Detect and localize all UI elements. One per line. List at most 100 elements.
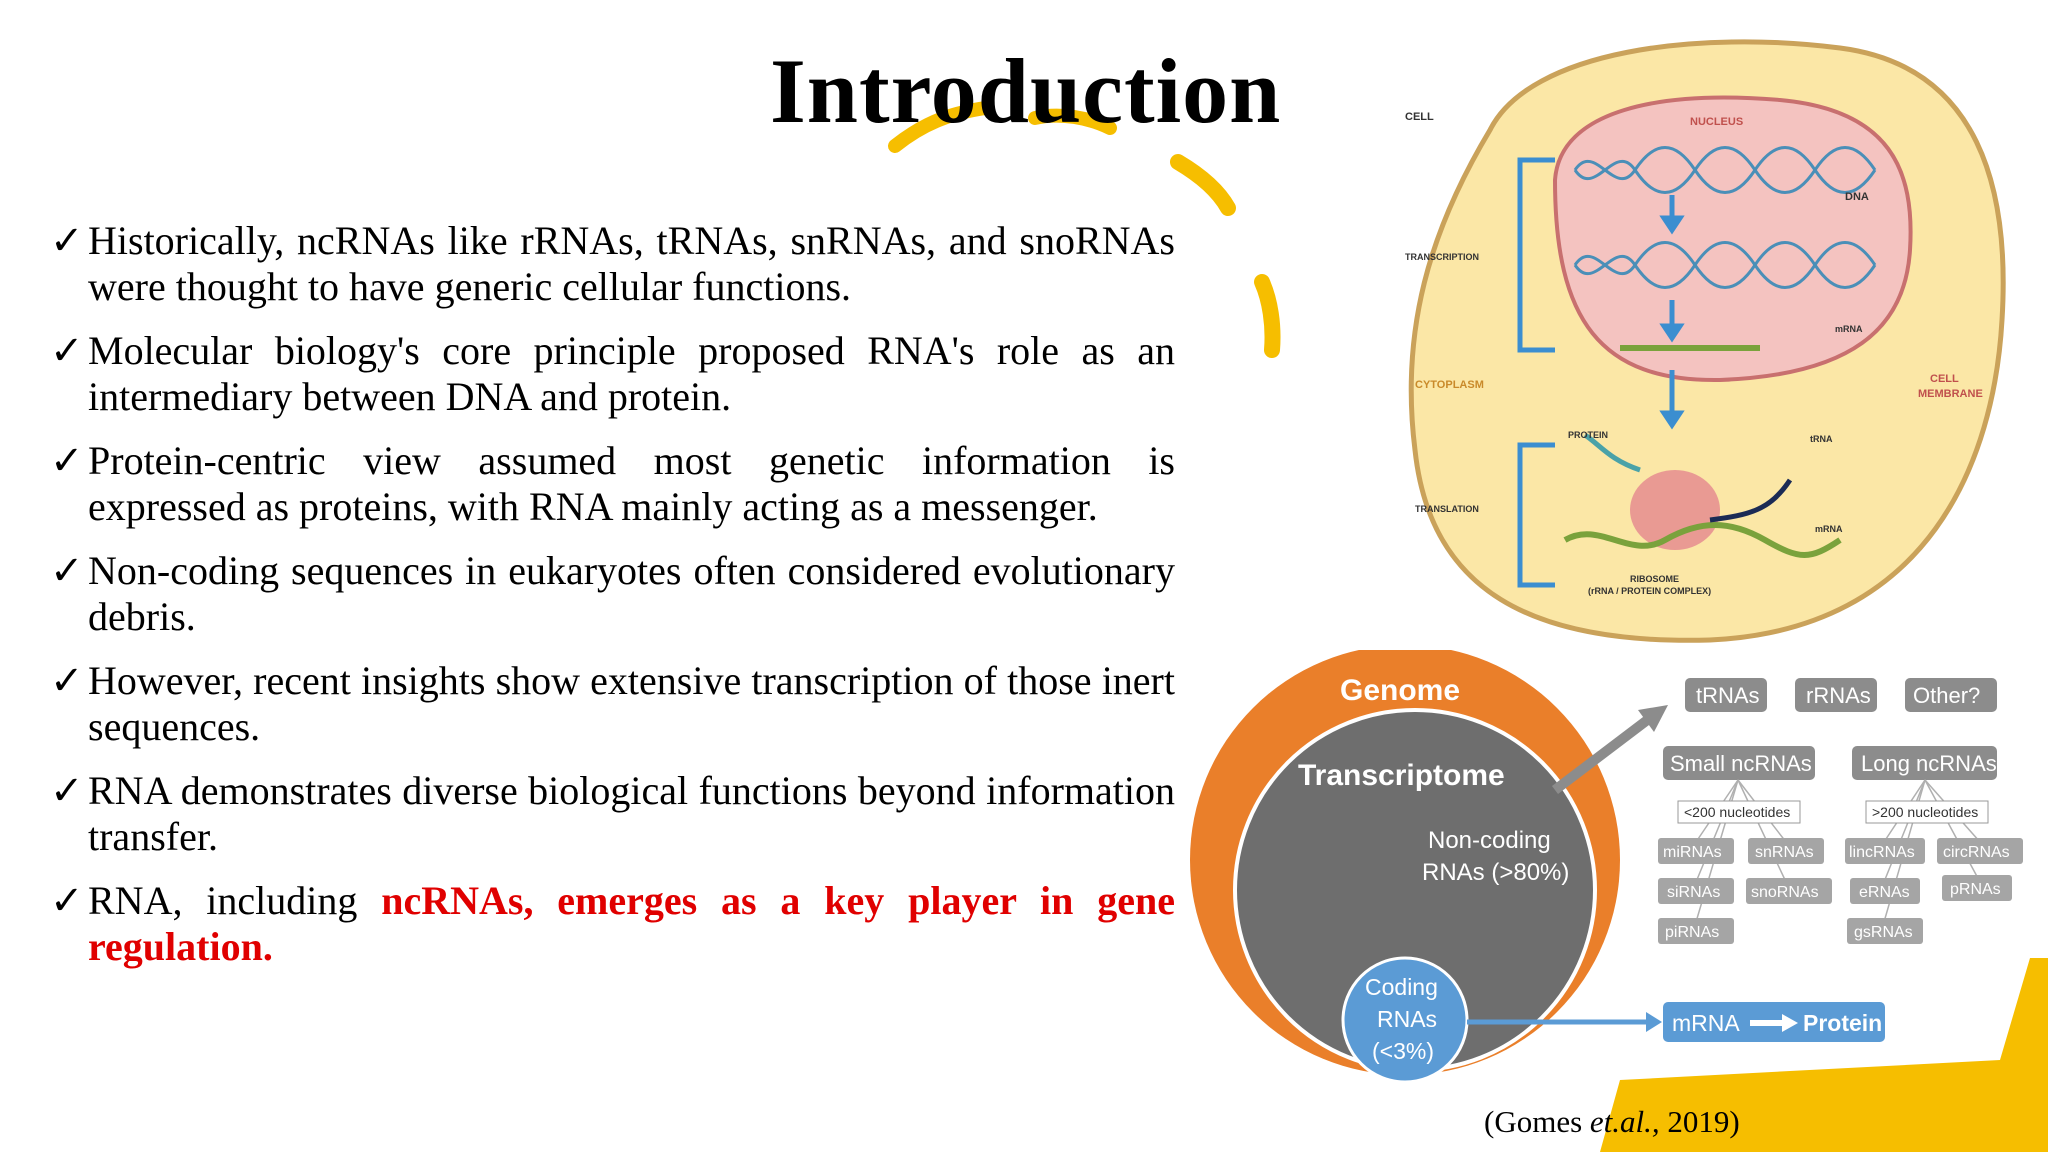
citation: (Gomes et.al., 2019): [1484, 1104, 1740, 1140]
label-small-sub: <200 nucleotides: [1684, 804, 1790, 820]
label-cell-membrane-2: MEMBRANE: [1918, 388, 1983, 400]
label-coding-2: RNAs: [1377, 1006, 1437, 1032]
bullet-text: Non-coding sequences in eukaryotes often…: [88, 548, 1175, 639]
label-mrna: mRNA: [1835, 324, 1863, 334]
label-lincrnas: lincRNAs: [1849, 844, 1915, 861]
box-rrnas: [1795, 678, 1877, 712]
label-cell: CELL: [1405, 111, 1434, 123]
box-long-sub: [1865, 800, 1989, 824]
genome-diagram: Genome Transcriptome Non-coding RNAs (>8…: [1190, 650, 2023, 1084]
label-dna: DNA: [1845, 191, 1869, 203]
label-circrnas: circRNAs: [1943, 844, 2010, 861]
bullet-text-highlight: ncRNAs, emerges as a key player in gene …: [88, 878, 1176, 969]
label-noncoding-1: Non-coding: [1428, 827, 1551, 854]
bullet-text: RNA demonstrates diverse biological func…: [88, 768, 1175, 859]
bullet-text: Protein-centric view assumed most geneti…: [88, 438, 1175, 529]
yellow-stroke: [1028, 108, 1117, 135]
checkmark-icon: ✓: [50, 768, 84, 813]
box-sirnas: [1658, 878, 1734, 904]
label-genome: Genome: [1340, 674, 1460, 707]
label-ribosome-sub: (rRNA / PROTEIN COMPLEX): [1588, 586, 1711, 596]
box-other: [1905, 678, 1997, 712]
cell-diagram: CELL NUCLEUS DNA TRANSCRIPTION mRNA CYTO…: [1405, 39, 2006, 643]
arrow-head: [1646, 1012, 1662, 1032]
yellow-corner-shape: [1600, 958, 2048, 1152]
slide-title: Introduction: [770, 40, 1282, 142]
trna-arrow: [1709, 478, 1793, 523]
box-small-sub: [1677, 800, 1801, 824]
bullet-text: Molecular biology's core principle propo…: [88, 328, 1175, 419]
box-pirnas: [1658, 918, 1734, 944]
bullet-text: RNA, including ncRNAs, emerges as a key …: [88, 878, 1175, 970]
label-small-ncrnas: Small ncRNAs: [1670, 751, 1812, 776]
label-pirnas: piRNAs: [1665, 924, 1719, 941]
checkmark-icon: ✓: [50, 658, 84, 703]
checkmark-icon: ✓: [50, 328, 84, 373]
label-noncoding-2: RNAs (>80%): [1422, 859, 1569, 886]
checkmark-icon: ✓: [50, 548, 84, 593]
label-rrnas: rRNAs: [1806, 683, 1871, 708]
label-long-ncrnas: Long ncRNAs: [1861, 751, 1997, 776]
citation-italic: et.al.,: [1589, 1104, 1660, 1139]
label-transcription: TRANSCRIPTION: [1405, 252, 1479, 262]
box-prnas: [1942, 875, 2012, 901]
box-ernas: [1850, 878, 1920, 904]
label-snrnas: snRNAs: [1755, 844, 1814, 861]
box-circrnas: [1937, 838, 2023, 864]
label-ribosome: RIBOSOME: [1630, 574, 1679, 584]
label-ernas: eRNAs: [1859, 884, 1910, 901]
citation-suffix: 2019): [1659, 1104, 1740, 1139]
label-long-sub: >200 nucleotides: [1872, 804, 1978, 820]
nucleus: [1552, 95, 1913, 383]
label-other: Other?: [1913, 683, 1980, 708]
box-snrnas: [1748, 838, 1824, 864]
label-mrna: mRNA: [1672, 1010, 1740, 1036]
label-mrna-2: mRNA: [1815, 524, 1843, 534]
flow-arrows: [1517, 157, 1685, 588]
bullet-text: However, recent insights show extensive …: [88, 658, 1175, 749]
bullet-item: ✓ Molecular biology's core principle pro…: [50, 328, 1175, 420]
checkmark-icon: ✓: [50, 878, 84, 923]
yellow-stroke: [1254, 274, 1281, 358]
arrow-head: [1638, 705, 1668, 732]
yellow-stroke: [888, 101, 992, 153]
box-gsrnas: [1847, 918, 1923, 944]
label-coding-3: (<3%): [1372, 1038, 1434, 1064]
box-mirnas: [1658, 838, 1734, 864]
box-long-ncrnas: [1852, 746, 1997, 780]
box-lincrnas: [1845, 838, 1925, 864]
label-cytoplasm: CYTOPLASM: [1415, 379, 1484, 391]
bullet-text: Historically, ncRNAs like rRNAs, tRNAs, …: [88, 218, 1175, 309]
label-snornas: snoRNAs: [1751, 884, 1819, 901]
yellow-stroke: [1170, 154, 1236, 216]
bullet-item: ✓ RNA, including ncRNAs, emerges as a ke…: [50, 878, 1175, 970]
bullet-item: ✓ Historically, ncRNAs like rRNAs, tRNAs…: [50, 218, 1175, 310]
label-gsrnas: gsRNAs: [1854, 924, 1913, 941]
citation-prefix: (Gomes: [1484, 1104, 1590, 1139]
label-sirnas: siRNAs: [1667, 884, 1720, 901]
bullet-list: ✓ Historically, ncRNAs like rRNAs, tRNAs…: [50, 218, 1175, 988]
label-trnas: tRNAs: [1696, 683, 1760, 708]
bullet-item: ✓ However, recent insights show extensiv…: [50, 658, 1175, 750]
bullet-item: ✓ Non-coding sequences in eukaryotes oft…: [50, 548, 1175, 640]
bullet-item: ✓ Protein-centric view assumed most gene…: [50, 438, 1175, 530]
label-transcriptome: Transcriptome: [1298, 759, 1505, 792]
label-protein: PROTEIN: [1568, 430, 1608, 440]
mrna-strand: [1563, 522, 1842, 558]
label-translation: TRANSLATION: [1415, 504, 1479, 514]
label-coding-1: Coding: [1365, 974, 1438, 1000]
arrow-head: [1782, 1014, 1798, 1032]
protein-chain: [1583, 432, 1641, 473]
label-protein: Protein: [1803, 1010, 1882, 1036]
box-trnas: [1685, 678, 1767, 712]
label-cell-membrane-1: CELL: [1930, 373, 1959, 385]
box-snornas: [1746, 878, 1832, 904]
label-prnas: pRNAs: [1950, 881, 2001, 898]
arrow-to-ncrnas: [1551, 714, 1654, 794]
bullet-text-plain: RNA, including: [88, 878, 382, 923]
bullet-item: ✓ RNA demonstrates diverse biological fu…: [50, 768, 1175, 860]
checkmark-icon: ✓: [50, 218, 84, 263]
label-nucleus: NUCLEUS: [1690, 116, 1743, 128]
checkmark-icon: ✓: [50, 438, 84, 483]
